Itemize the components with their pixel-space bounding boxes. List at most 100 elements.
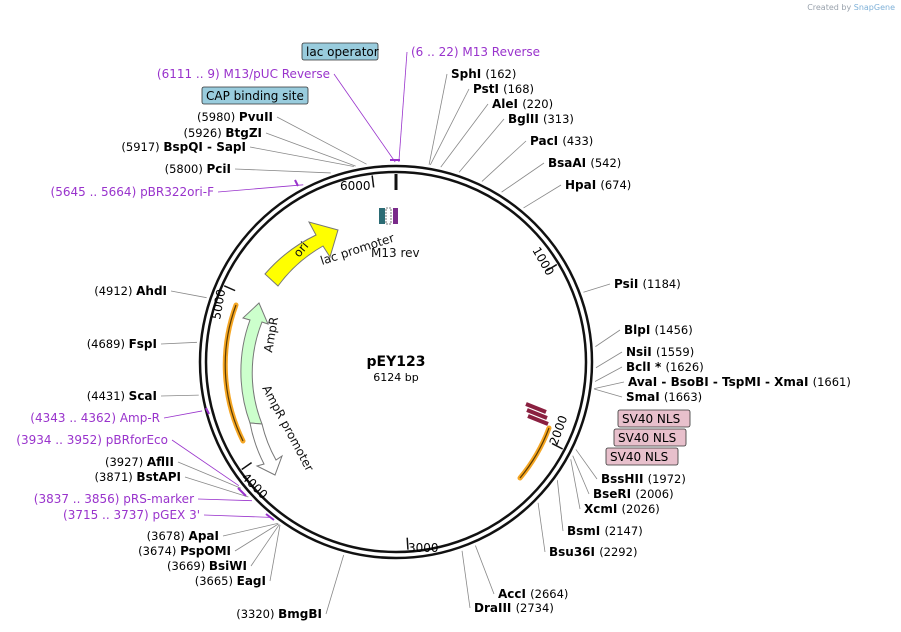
leader-bsmi (556, 480, 564, 532)
cap-site-box[interactable]: CAP binding site (201, 86, 309, 105)
leader-pvuii (276, 116, 367, 165)
scale-tick-3000 (406, 537, 409, 550)
primer-label-pbrforeco[interactable]: (3934 .. 3952) pBRforEco (16, 433, 168, 447)
enzyme-label-blpi[interactable]: BlpI (1456) (624, 323, 693, 337)
leader-btgzi (265, 132, 356, 167)
plasmid-name: pEY123 (367, 354, 426, 370)
leader-hpai (523, 184, 562, 209)
primer-label-ampr-primer[interactable]: (4343 .. 4362) Amp-R (30, 411, 160, 425)
snapgene-credit: Created by SnapGene (807, 3, 895, 12)
enzyme-label-draiii[interactable]: DraIII (2734) (474, 601, 554, 615)
enzyme-label-bsmi[interactable]: BsmI (2147) (567, 524, 643, 538)
sv40-nls-text-2: SV40 NLS (618, 431, 676, 445)
enzyme-label-xcmi[interactable]: XcmI (2026) (584, 502, 660, 516)
enzyme-label-ahdi[interactable]: (4912) AhdI (94, 284, 167, 298)
enzyme-label-bglii[interactable]: BglII (313) (508, 112, 574, 126)
sv40-nls-text-1: SV40 NLS (622, 412, 680, 426)
enzyme-label-scai[interactable]: (4431) ScaI (87, 389, 157, 403)
enzyme-label-bcli[interactable]: BclI * (1626) (626, 360, 704, 374)
scale-tick-2000 (551, 442, 563, 450)
leader-eagi (269, 524, 281, 582)
primer-label-m13-reverse[interactable]: (6 .. 22) M13 Reverse (411, 45, 540, 59)
enzyme-label-alei[interactable]: AleI (220) (492, 97, 553, 111)
enzyme-label-fspi[interactable]: (4689) FspI (87, 337, 157, 351)
leader-bcli (594, 366, 623, 382)
enzyme-label-avai-group[interactable]: AvaI - BsoBI - TspMI - XmaI (1661) (628, 375, 851, 389)
ampr-orange-inner (224, 304, 244, 442)
cap-site-text: CAP binding site (206, 89, 304, 103)
tick-1000: 1000 (529, 245, 556, 278)
enzyme-label-aflii[interactable]: (3927) AflII (105, 455, 174, 469)
ampr-feature-arrow[interactable] (240, 302, 269, 425)
leader-bglii (458, 118, 505, 173)
leader-draiii (461, 550, 471, 609)
leader-bmgbi (325, 554, 345, 615)
enzyme-label-psti[interactable]: PstI (168) (473, 82, 534, 96)
lac-operator-text: lac operator (306, 45, 379, 59)
sv40-nls-marks (525, 402, 549, 426)
sv40-nls-box-3[interactable]: SV40 NLS (605, 447, 679, 466)
enzyme-label-smai[interactable]: SmaI (1663) (626, 390, 702, 404)
enzyme-label-eagi[interactable]: (3665) EagI (195, 574, 266, 588)
leader-pbr322ori (217, 184, 304, 193)
primer-marks (205, 159, 400, 521)
leader-psti (429, 88, 470, 166)
label-leaders (160, 51, 625, 615)
enzyme-label-paci[interactable]: PacI (433) (530, 134, 593, 148)
leader-prs-marker (197, 498, 252, 502)
m13-rev-label: M13 rev (371, 246, 420, 260)
leader-pbrforeco (171, 439, 240, 487)
leader-xcmi (570, 459, 581, 510)
enzyme-label-pspomi[interactable]: (3674) PspOMI (138, 544, 231, 558)
sv40-orange-inner (519, 427, 550, 479)
leader-bsiwi (250, 524, 280, 567)
leader-blpi (595, 329, 621, 347)
enzyme-label-bspqi-group[interactable]: (5917) BspQI - SapI (121, 140, 246, 154)
enzyme-label-psii[interactable]: PsiI (1184) (614, 277, 681, 291)
sv40-nls-box-2[interactable]: SV40 NLS (613, 428, 687, 447)
credit-brand: SnapGene (853, 3, 895, 12)
leader-acci (475, 545, 495, 595)
enzyme-label-pvuii[interactable]: (5980) PvuII (197, 110, 273, 124)
primer-label-m13puc-reverse[interactable]: (6111 .. 9) M13/pUC Reverse (157, 67, 330, 81)
leader-paci (481, 140, 527, 182)
leader-bsu36i (537, 502, 546, 553)
enzyme-label-apai[interactable]: (3678) ApaI (147, 529, 219, 543)
leader-bseri (572, 455, 590, 495)
ori-feature-arrow[interactable] (264, 221, 339, 287)
primer-label-pgex3[interactable]: (3715 .. 3737) pGEX 3' (63, 508, 200, 522)
leader-fspi (160, 341, 197, 345)
enzyme-label-sphi[interactable]: SphI (162) (451, 67, 516, 81)
leader-sphi (428, 73, 448, 165)
leader-bsshii (575, 449, 598, 480)
ampr-promoter-arrow[interactable] (249, 422, 283, 476)
lac-operator-box[interactable]: lac operator (301, 42, 379, 61)
leader-scai (160, 394, 199, 397)
enzyme-label-hpai[interactable]: HpaI (674) (565, 178, 631, 192)
enzyme-label-nsii[interactable]: NsiI (1559) (626, 345, 694, 359)
primer-label-prs-marker[interactable]: (3837 .. 3856) pRS-marker (34, 492, 194, 506)
leader-pspomi (234, 523, 279, 552)
enzyme-label-bseri[interactable]: BseRI (2006) (593, 487, 674, 501)
tick-3000: 3000 (408, 541, 439, 555)
leader-psii (583, 283, 611, 293)
enzyme-label-bmgbi[interactable]: (3320) BmgBI (236, 607, 322, 621)
ampr-label: AmpR (261, 316, 281, 354)
sv40-nls-text-3: SV40 NLS (610, 450, 668, 464)
enzyme-label-acci[interactable]: AccI (2664) (498, 587, 568, 601)
enzyme-label-btgzi[interactable]: (5926) BtgZI (183, 126, 262, 140)
leader-apai (222, 522, 278, 537)
enzyme-label-bstapi[interactable]: (3871) BstAPI (95, 470, 181, 484)
enzyme-label-bsshii[interactable]: BssHII (1972) (601, 472, 686, 486)
tick-2000: 2000 (547, 414, 571, 447)
leader-bstapi (184, 476, 249, 498)
primer-label-pbr322ori[interactable]: (5645 .. 5664) pBR322ori-F (51, 185, 215, 199)
enzyme-label-bsaai[interactable]: BsaAI (542) (548, 156, 621, 170)
leader-aflii (177, 461, 242, 489)
leader-bsaai (501, 162, 545, 193)
sv40-nls-box-1[interactable]: SV40 NLS (617, 409, 691, 428)
enzyme-label-bsu36i[interactable]: Bsu36I (2292) (549, 545, 637, 559)
enzyme-label-pcii[interactable]: (5800) PciI (165, 162, 231, 176)
leader-pgex3 (203, 514, 271, 518)
enzyme-label-bsiwi[interactable]: (3669) BsiWI (167, 559, 247, 573)
